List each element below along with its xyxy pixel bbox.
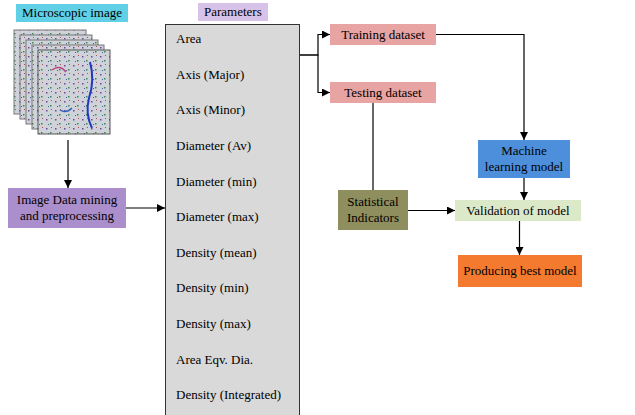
flow-arrow bbox=[519, 221, 520, 255]
flow-arrow bbox=[300, 55, 330, 93]
flow-arrow bbox=[300, 35, 330, 56]
parameter-item: Density (min) bbox=[176, 280, 291, 296]
flow-arrow bbox=[126, 207, 165, 208]
image-title: Microscopic image bbox=[16, 4, 128, 22]
box-label: Image Data mining and preprocessing bbox=[14, 192, 120, 223]
process-box: Image Data mining and preprocessing bbox=[8, 188, 126, 228]
specimen-curve bbox=[88, 62, 93, 128]
parameter-item: Density (Integrated) bbox=[176, 387, 291, 403]
validation-box: Validation of model bbox=[455, 200, 581, 221]
parameter-item: Density (max) bbox=[176, 316, 291, 332]
box-label: Statistical Indicators bbox=[341, 194, 405, 225]
flow-arrow bbox=[436, 35, 524, 141]
flow-arrow bbox=[408, 210, 455, 211]
parameter-item: Density (mean) bbox=[176, 245, 291, 261]
box-label: Validation of model bbox=[466, 203, 569, 219]
box-label: Machine learning model bbox=[482, 143, 566, 174]
parameter-item: Diameter (min) bbox=[176, 174, 291, 190]
parameter-item: Axis (Minor) bbox=[176, 102, 291, 118]
specimen-curve bbox=[52, 67, 66, 72]
section-heading: Parameters bbox=[198, 3, 268, 21]
flow-arrow bbox=[67, 140, 68, 188]
parameter-item: Diameter (Av) bbox=[176, 138, 291, 154]
parameter-item: Axis (Major) bbox=[176, 67, 291, 83]
image-frame bbox=[38, 50, 110, 134]
box-label: Testing dataset bbox=[344, 85, 421, 101]
parameter-list-box: ParametersAreaAxis (Major)Axis (Minor)Di… bbox=[165, 24, 300, 415]
flow-arrow bbox=[523, 178, 524, 200]
box-label: Producing best model bbox=[463, 263, 576, 279]
dataset-box: Training dataset bbox=[330, 24, 436, 45]
specimen-curve bbox=[60, 108, 72, 112]
indicator-box: Statistical Indicators bbox=[338, 190, 408, 230]
dataset-box: Testing dataset bbox=[330, 82, 436, 103]
parameter-item: Diameter (max) bbox=[176, 209, 291, 225]
result-box: Producing best model bbox=[458, 255, 582, 287]
parameter-item: Area bbox=[176, 31, 291, 47]
parameter-item: Area Eqv. Dia. bbox=[176, 352, 291, 368]
image-panel: Microscopic image bbox=[10, 4, 134, 140]
flow-arrow bbox=[372, 103, 373, 190]
model-box: Machine learning model bbox=[478, 140, 570, 178]
box-label: Training dataset bbox=[341, 27, 425, 43]
